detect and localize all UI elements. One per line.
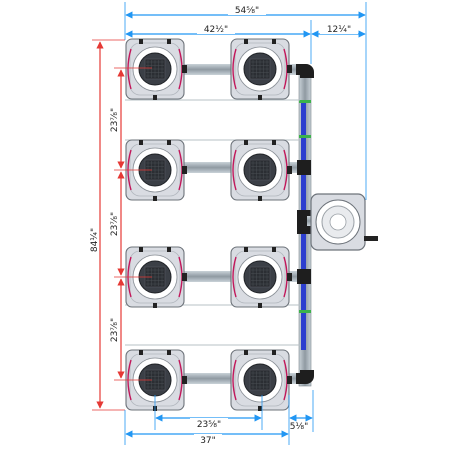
- controller-bucket: [310, 193, 378, 251]
- pot-grid: [125, 38, 292, 411]
- drip-tube: [127, 48, 132, 90]
- row-spacing-1-label: 23⅞": [110, 108, 120, 132]
- pot-fitting: [287, 376, 292, 384]
- row-spacing-2-label: 23⅞": [110, 212, 120, 236]
- overall-width-label: 54⅝": [235, 6, 259, 16]
- pot-fitting: [182, 273, 187, 281]
- pot-module: [230, 139, 292, 201]
- pipe-elbow: [296, 64, 314, 78]
- drip-tube: [232, 359, 237, 401]
- pot-fitting: [287, 65, 292, 73]
- column-spacing-label: 23⅝": [197, 420, 221, 430]
- pot-module: [125, 139, 187, 201]
- pipe-gap-label: 5⅛": [290, 422, 309, 432]
- pot-module: [230, 246, 292, 308]
- left-dimensions: 84¼" 23⅞" 23⅞" 23⅞": [90, 39, 152, 411]
- pot-module: [230, 38, 292, 100]
- fitting-marker: [299, 100, 311, 103]
- top-dimensions: 54⅝" 42½" 12¼": [124, 2, 367, 200]
- pot-fitting: [182, 376, 187, 384]
- row-spacing-3-label: 23⅞": [110, 318, 120, 342]
- pot-fitting: [182, 166, 187, 174]
- bottom-dimensions: 23⅝" 5⅛" 37": [124, 390, 314, 446]
- drip-tube: [232, 256, 237, 298]
- tee-fitting: [297, 160, 311, 175]
- pot-fitting: [182, 65, 187, 73]
- pot-module: [125, 349, 187, 411]
- pot-fitting: [287, 273, 292, 281]
- pot-module: [230, 349, 292, 411]
- controller-power-cord: [364, 236, 378, 241]
- fitting-marker: [299, 310, 311, 313]
- controller-offset-label: 12¼": [327, 25, 351, 35]
- plumbing: [125, 64, 315, 387]
- pot-span-width-label: 42½": [204, 25, 228, 35]
- fitting-marker: [299, 135, 311, 138]
- drip-tube: [232, 48, 237, 90]
- base-width-label: 37": [200, 436, 216, 446]
- pot-module: [125, 246, 187, 308]
- pot-module: [125, 38, 187, 100]
- pot-fitting: [287, 166, 292, 174]
- tee-fitting: [297, 269, 311, 284]
- drip-tube: [232, 149, 237, 191]
- overall-height-label: 84¼": [90, 228, 100, 252]
- pipe-elbow: [296, 370, 314, 384]
